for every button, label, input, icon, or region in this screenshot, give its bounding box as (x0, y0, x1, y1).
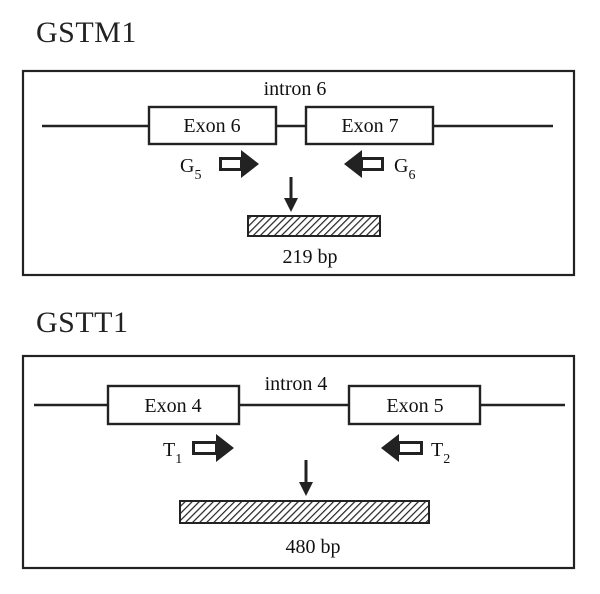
gstt1-down-arrow-head (299, 482, 313, 496)
gstt1-primer-forward-label: T1 (163, 439, 182, 467)
gstm1-product-label: 219 bp (283, 246, 338, 268)
gstm1-down-arrow-head (284, 198, 298, 212)
gstt1-product-label: 480 bp (286, 536, 341, 558)
gstt1-pcr-product-bar (179, 500, 430, 524)
gstm1-pcr-product-bar (247, 215, 381, 237)
gstt1-primer-reverse-label: T2 (431, 439, 450, 467)
gstt1-frame (21, 354, 576, 570)
gstt1-panel: Exon 4 Exon 5 intron 4 T1 T2 480 bp (21, 354, 576, 570)
gstt1-exon-right-label: Exon 5 (386, 395, 443, 417)
gstm1-primer-reverse-label: G6 (394, 155, 415, 183)
gstt1-exon-left-label: Exon 4 (144, 395, 201, 417)
gstm1-panel: Exon 6 Exon 7 intron 6 G5 G6 219 bp (21, 69, 576, 277)
gstm1-intron-label: intron 6 (264, 78, 327, 100)
gstm1-primer-forward-label: G5 (180, 155, 201, 183)
gstt1-exon-left-box (106, 384, 241, 426)
gstt1-title: GSTT1 (36, 306, 129, 339)
gstm1-exon-left-label: Exon 6 (183, 115, 240, 137)
gstt1-exon-right-box (347, 384, 482, 426)
gstm1-frame (21, 69, 576, 277)
gstm1-title: GSTM1 (36, 16, 137, 49)
gstm1-exon-left-box (147, 105, 278, 146)
gstm1-exon-right-box (304, 105, 435, 146)
gstm1-exon-right-label: Exon 7 (341, 115, 398, 137)
gstt1-intron-label: intron 4 (265, 373, 328, 395)
